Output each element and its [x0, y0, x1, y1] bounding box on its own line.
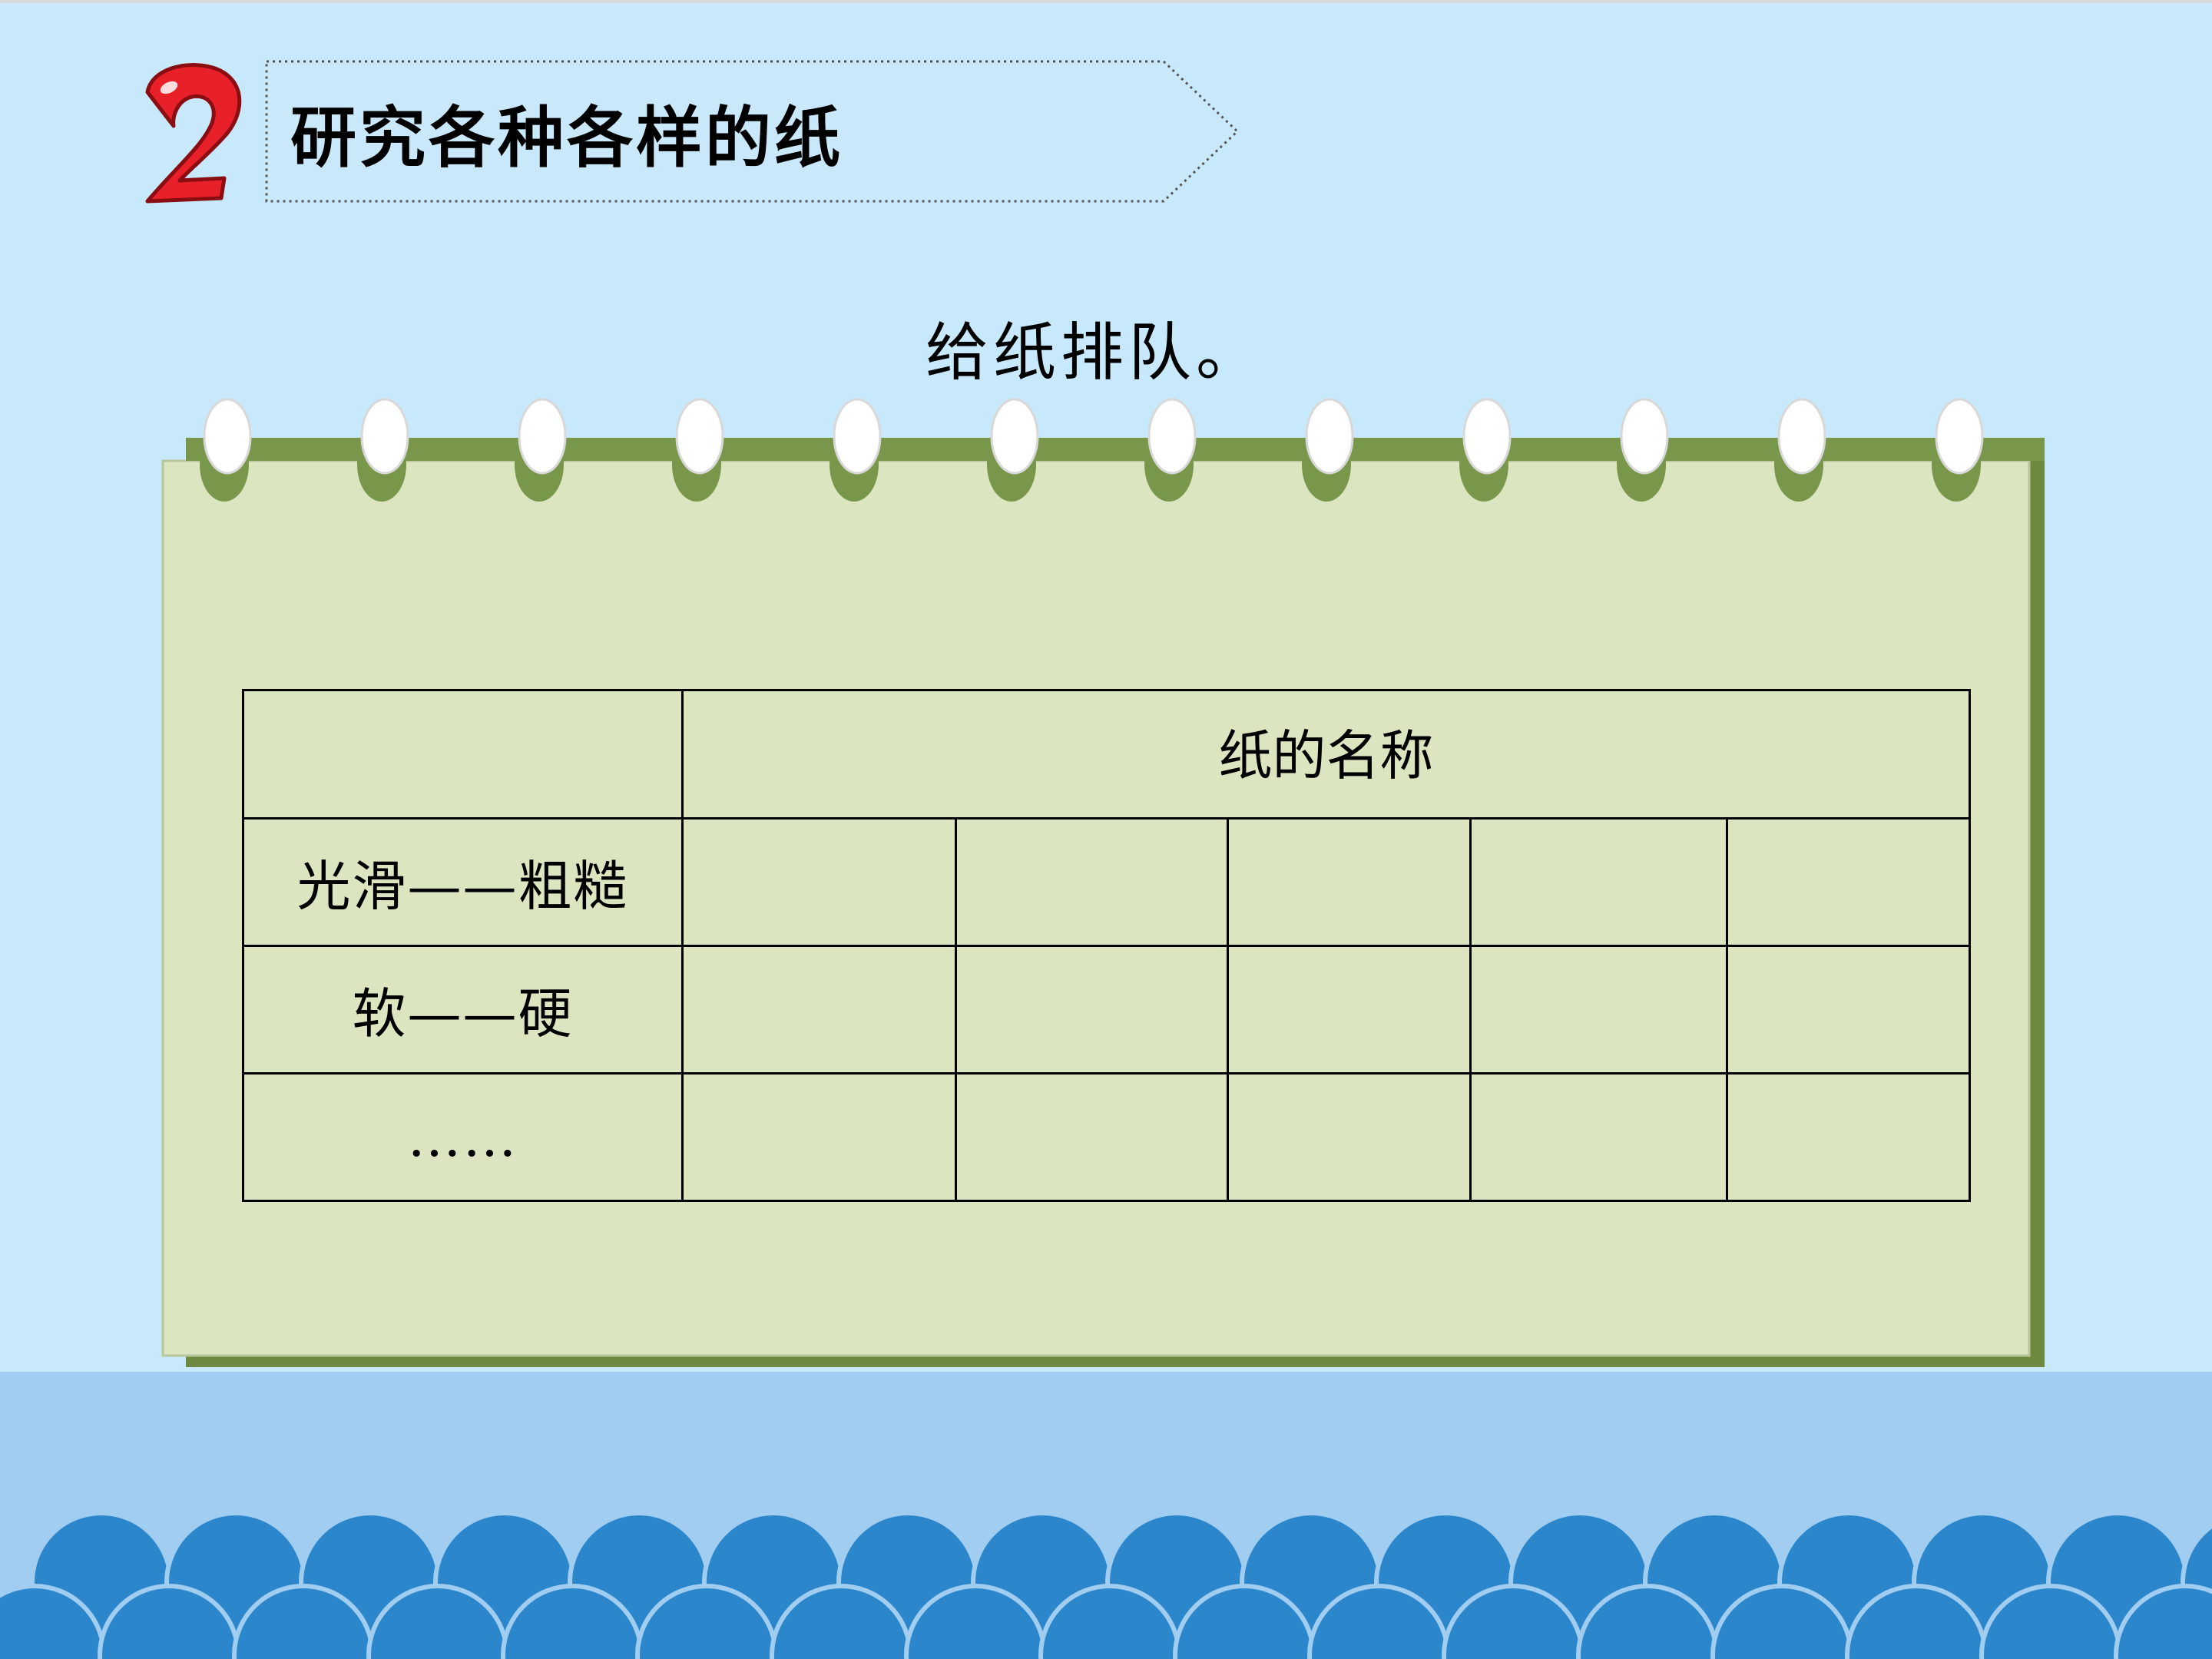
table-cell	[681, 1072, 957, 1202]
table-cell	[1227, 817, 1472, 947]
binding-ring	[672, 398, 724, 502]
table-cell	[1726, 1072, 1971, 1202]
binding-ring	[1617, 398, 1669, 502]
slide-title: 研究各种各样的纸	[290, 100, 843, 177]
notebook-binding	[186, 438, 2045, 461]
table-cell	[681, 945, 957, 1075]
table-cell	[1469, 945, 1728, 1075]
wave-row-front	[0, 1584, 2212, 1659]
table-row: ……	[242, 1072, 1971, 1202]
row-label: ……	[242, 1072, 684, 1202]
numeral-shape	[145, 63, 242, 204]
table-header-row: 纸的名称	[242, 689, 1971, 820]
table-row: 光滑——粗糙	[242, 817, 1971, 947]
binding-ring	[1144, 398, 1197, 502]
wave-scallop	[2114, 1584, 2212, 1659]
binding-ring	[987, 398, 1039, 502]
table-cell	[955, 945, 1229, 1075]
binding-ring	[1932, 398, 1984, 502]
table-corner-cell	[242, 689, 684, 820]
table-row: 软——硬	[242, 945, 1971, 1075]
subtitle: 给纸排队。	[926, 316, 1264, 389]
table-cell	[1469, 817, 1728, 947]
binding-ring	[1774, 398, 1826, 502]
binding-ring	[1302, 398, 1354, 502]
table-cell	[1726, 945, 1971, 1075]
row-label: 软——硬	[242, 945, 684, 1075]
table-cell	[681, 817, 957, 947]
binding-ring	[200, 398, 252, 502]
wave-decoration	[0, 1511, 2212, 1659]
top-border	[0, 0, 2212, 3]
ranking-table: 纸的名称 光滑——粗糙 软——硬 ……	[242, 689, 1971, 1202]
table-cell	[1726, 817, 1971, 947]
row-label: 光滑——粗糙	[242, 817, 684, 947]
table-cell	[955, 1072, 1229, 1202]
binding-ring	[830, 398, 882, 502]
title-banner	[265, 60, 1240, 203]
numeral-highlight	[160, 81, 178, 94]
table-cell	[1227, 945, 1472, 1075]
table-header-cell: 纸的名称	[681, 689, 1971, 820]
binding-ring	[1459, 398, 1512, 502]
table-cell	[1469, 1072, 1728, 1202]
binding-ring	[515, 398, 567, 502]
binding-rings	[200, 398, 1984, 502]
table-cell	[1227, 1072, 1472, 1202]
table-cell	[955, 817, 1229, 947]
binding-ring	[357, 398, 409, 502]
section-number-badge	[145, 63, 242, 204]
